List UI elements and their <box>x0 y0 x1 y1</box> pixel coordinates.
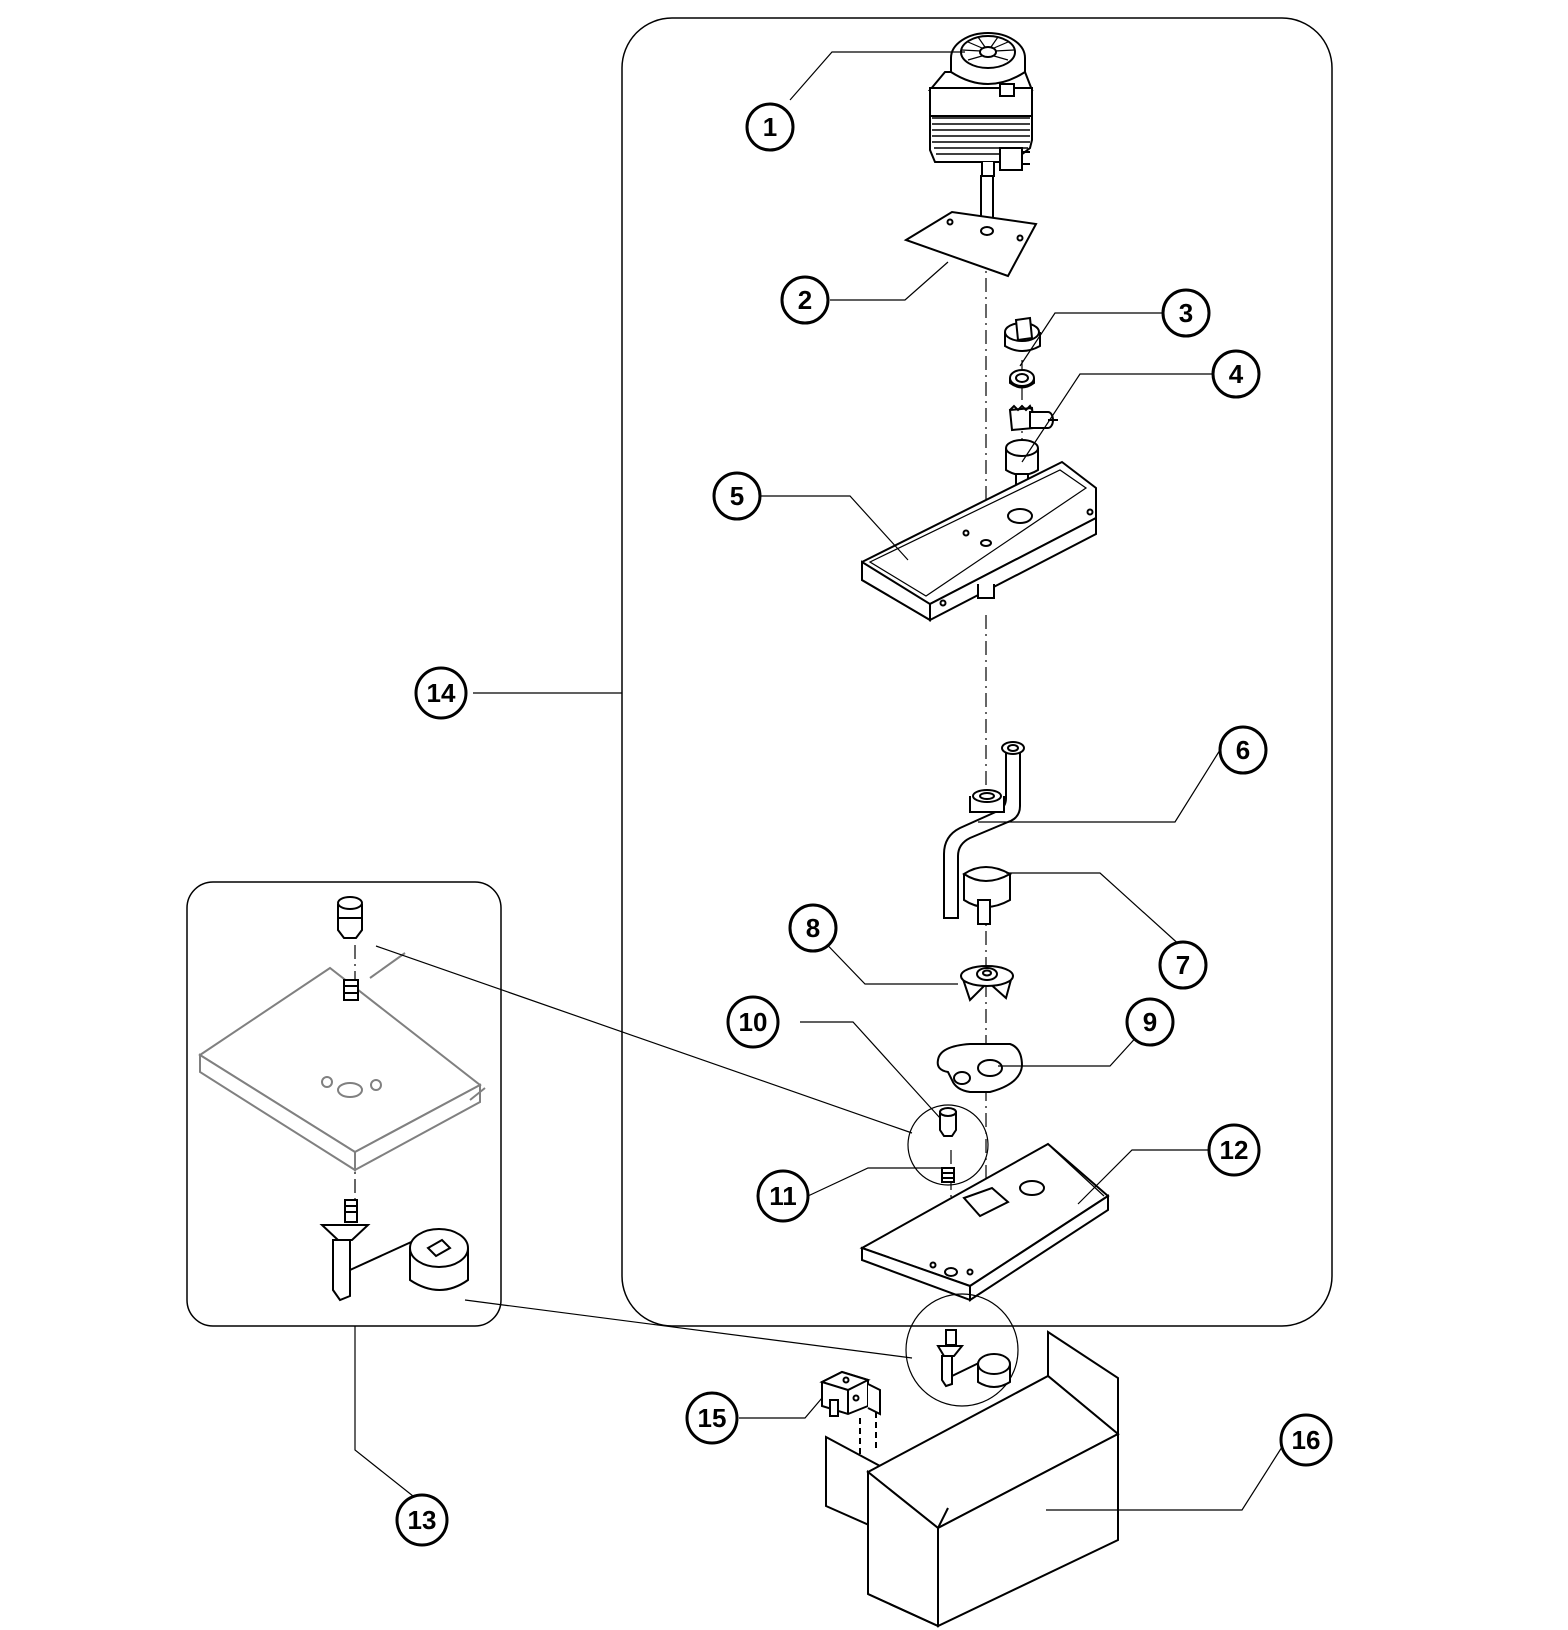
callout-16-label: 16 <box>1292 1425 1321 1455</box>
callout-3: 3 <box>1161 288 1211 338</box>
callout-7: 7 <box>1158 940 1208 990</box>
fitting-part-10 <box>907 1104 989 1186</box>
gasket-part-2 <box>903 210 1038 278</box>
assembly-14-frame <box>621 17 1333 1327</box>
callout-14-label: 14 <box>427 678 456 708</box>
callout-14: 14 <box>414 666 468 720</box>
callout-8: 8 <box>788 903 838 953</box>
callout-15-label: 15 <box>698 1403 727 1433</box>
callout-6: 6 <box>1218 725 1268 775</box>
callout-9-label: 9 <box>1143 1007 1157 1037</box>
callout-10-label: 10 <box>739 1007 768 1037</box>
callout-15: 15 <box>685 1391 739 1445</box>
carton-part-16 <box>825 1330 1120 1628</box>
callout-11-label: 11 <box>769 1181 797 1211</box>
callout-12-label: 12 <box>1220 1135 1249 1165</box>
base-plate-part-12 <box>859 1142 1110 1302</box>
callout-2: 2 <box>780 275 830 325</box>
callout-7-label: 7 <box>1176 950 1190 980</box>
callout-5: 5 <box>712 471 762 521</box>
callout-1-label: 1 <box>763 112 777 142</box>
pump-assembly-part-6 <box>943 741 1025 925</box>
callout-16: 16 <box>1279 1413 1333 1467</box>
callout-4: 4 <box>1211 349 1261 399</box>
callouts: 1 2 3 4 5 6 7 8 <box>395 102 1333 1547</box>
switch-bracket-part-15 <box>819 1370 881 1456</box>
float-switch-detail-parts <box>319 896 469 1302</box>
callout-1: 1 <box>745 102 795 152</box>
callout-9: 9 <box>1125 997 1175 1047</box>
float-switch-detail-part-13 <box>198 952 486 1172</box>
callout-13: 13 <box>395 1493 449 1547</box>
bracket-part-5 <box>861 460 1097 622</box>
volute-part-9 <box>936 1043 1024 1093</box>
float-switch-in-box <box>905 1293 1019 1407</box>
callout-8-label: 8 <box>806 913 820 943</box>
center-axis <box>354 252 1023 1272</box>
callout-3-label: 3 <box>1179 298 1193 328</box>
callout-6-label: 6 <box>1236 735 1250 765</box>
leader-lines <box>354 51 1283 1511</box>
impeller-part-8 <box>960 965 1014 1002</box>
knob-part-3 <box>1004 316 1041 389</box>
assembly-13-detail-frame <box>186 881 502 1327</box>
motor-part-1 <box>927 32 1034 237</box>
callout-4-label: 4 <box>1229 359 1244 389</box>
callout-10: 10 <box>726 995 780 1049</box>
callout-13-label: 13 <box>408 1505 437 1535</box>
callout-12: 12 <box>1207 1123 1261 1177</box>
callout-5-label: 5 <box>730 481 744 511</box>
callout-2-label: 2 <box>798 285 812 315</box>
callout-11: 11 <box>756 1169 810 1223</box>
